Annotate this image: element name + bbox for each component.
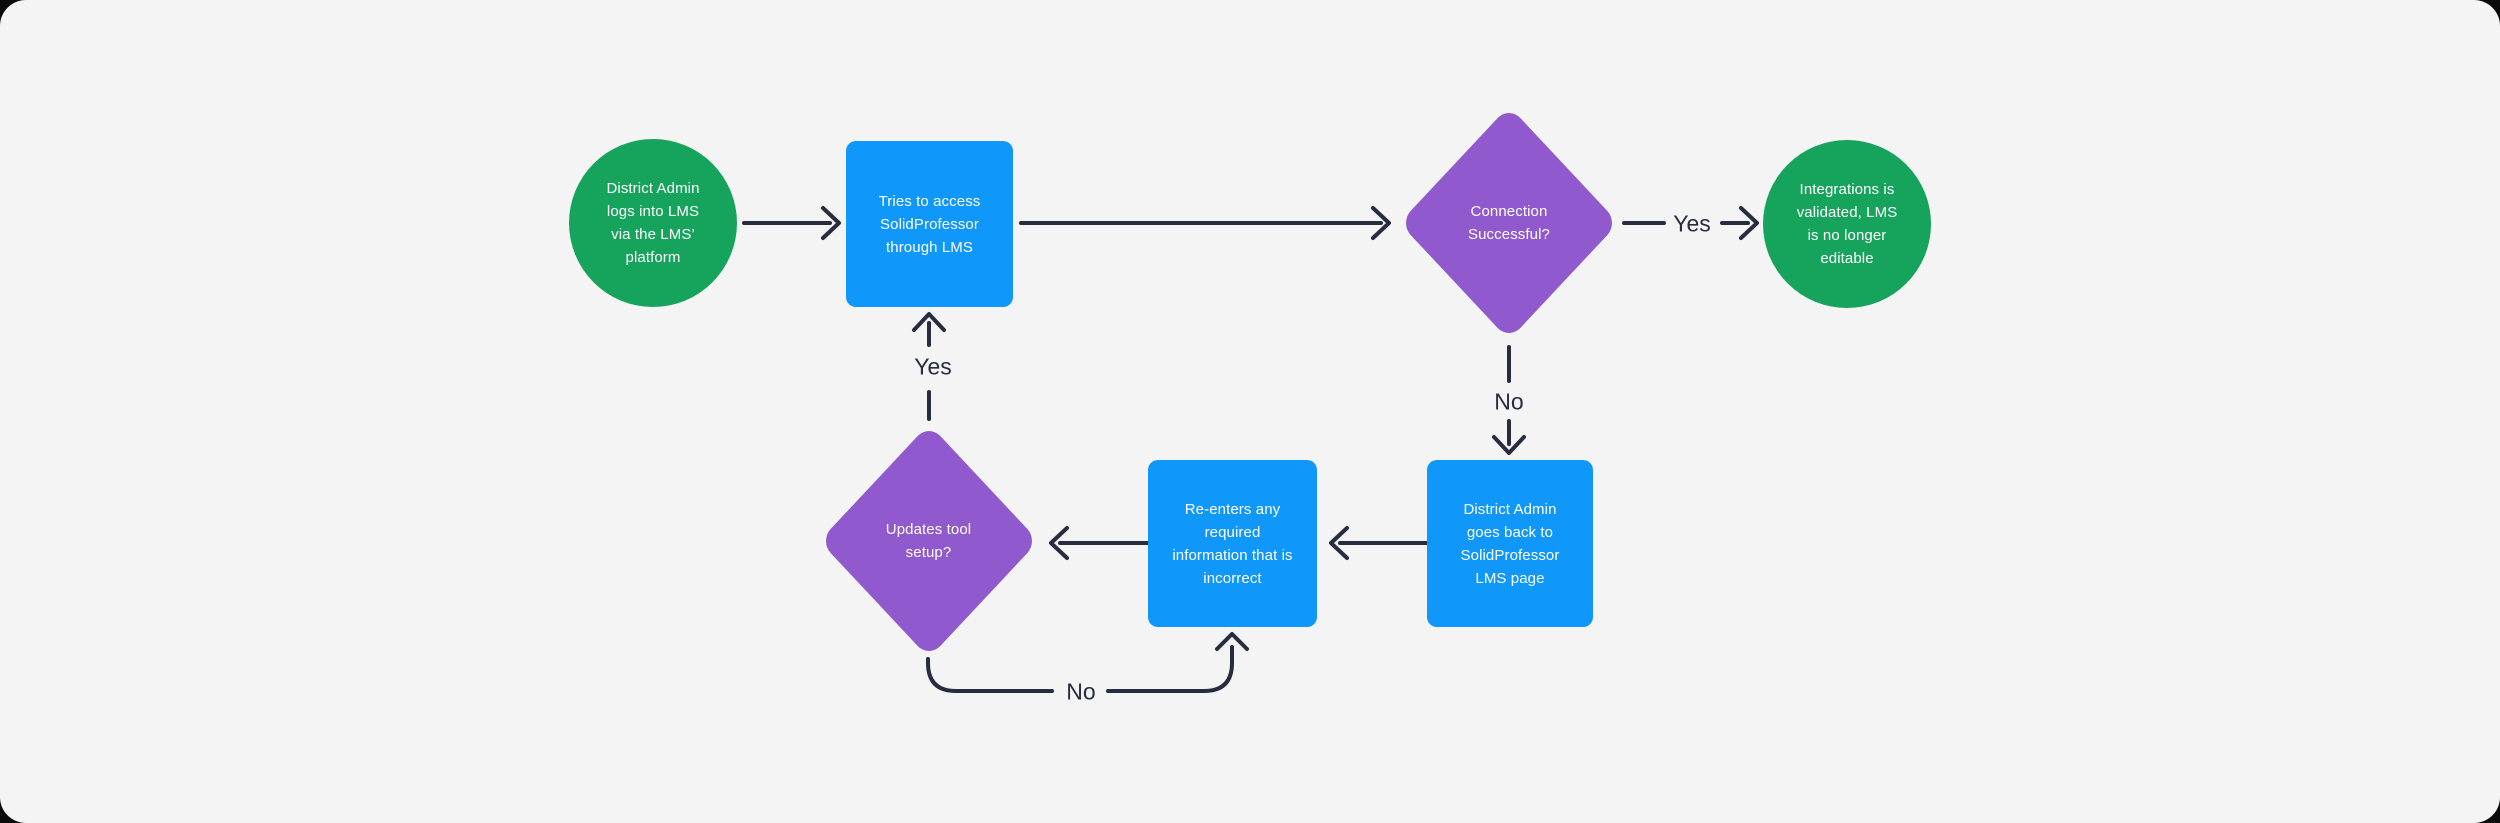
node-goback-process[interactable]: District Admin goes back to SolidProfess… bbox=[1427, 460, 1593, 627]
edge-label-connection-yes[interactable]: Yes bbox=[1673, 210, 1711, 237]
node-validated-terminal[interactable]: Integrations is validated, LMS is no lon… bbox=[1763, 140, 1931, 308]
edge-connection-no-to-goback[interactable] bbox=[1492, 345, 1526, 455]
edge-reenter-to-updates[interactable] bbox=[1049, 526, 1150, 560]
edge-label-updates-no[interactable]: No bbox=[1066, 678, 1096, 705]
edge-start-to-access[interactable] bbox=[742, 206, 841, 240]
edge-updates-no-to-reenter[interactable] bbox=[926, 632, 1249, 693]
node-access-label: Tries to access SolidProfessor through L… bbox=[878, 192, 981, 256]
node-reenter-process[interactable]: Re-enters any required information that … bbox=[1148, 460, 1317, 627]
edge-updates-yes-to-access[interactable] bbox=[912, 312, 946, 421]
node-reenter-label: Re-enters any required information that … bbox=[1172, 500, 1293, 587]
node-validated-label: Integrations is validated, LMS is no lon… bbox=[1796, 181, 1898, 267]
edge-label-connection-no[interactable]: No bbox=[1494, 388, 1524, 415]
node-updates-label: Updates tool setup? bbox=[885, 521, 972, 561]
node-start-terminal[interactable]: District Admin logs into LMS via the LMS… bbox=[569, 139, 737, 307]
node-goback-label: District Admin goes back to SolidProfess… bbox=[1460, 500, 1560, 587]
edge-label-updates-yes[interactable]: Yes bbox=[914, 353, 952, 380]
node-connection-label: Connection Successful? bbox=[1468, 202, 1550, 243]
edge-connection-yes-to-validated[interactable] bbox=[1622, 206, 1759, 240]
node-connection-decision[interactable]: Connection Successful? bbox=[1399, 105, 1619, 340]
edge-access-to-connection[interactable] bbox=[1019, 206, 1391, 240]
edge-goback-to-reenter[interactable] bbox=[1329, 526, 1429, 560]
node-start-label: District Admin logs into LMS via the LMS… bbox=[606, 180, 700, 266]
node-updates-decision[interactable]: Updates tool setup? bbox=[818, 423, 1039, 659]
node-access-process[interactable]: Tries to access SolidProfessor through L… bbox=[846, 141, 1013, 307]
